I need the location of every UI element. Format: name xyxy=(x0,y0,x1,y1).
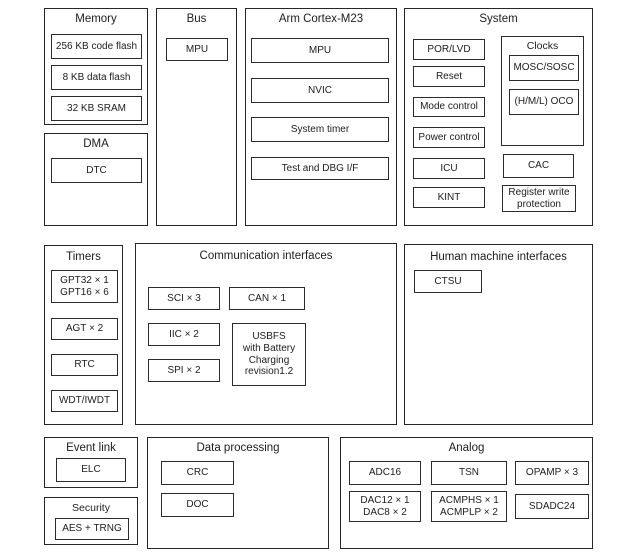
cortex-mpu-box: MPU xyxy=(251,38,389,63)
security-group: Security AES + TRNG xyxy=(44,497,138,545)
mosc-sosc-box: MOSC/SOSC xyxy=(509,55,579,81)
memory-group: Memory 256 KB code flash 8 KB data flash… xyxy=(44,8,148,125)
timers-group-title: Timers xyxy=(66,251,101,263)
agt-box: AGT × 2 xyxy=(51,318,118,340)
security-group-title: Security xyxy=(72,502,110,514)
rtc-box: RTC xyxy=(51,354,118,376)
acmp-box: ACMPHS × 1 ACMPLP × 2 xyxy=(431,491,507,522)
kint-box: KINT xyxy=(413,187,485,208)
register-write-protection-box: Register write protection xyxy=(502,185,576,212)
bus-group: Bus MPU xyxy=(156,8,237,226)
doc-box: DOC xyxy=(161,493,234,517)
data-processing-group-title: Data processing xyxy=(196,442,280,454)
communication-group: Communication interfaces SCI × 3 CAN × 1… xyxy=(135,243,397,425)
event-link-group: Event link ELC xyxy=(44,437,138,488)
adc16-box: ADC16 xyxy=(349,461,421,485)
test-dbg-box: Test and DBG I/F xyxy=(251,157,389,180)
oco-box: (H/M/L) OCO xyxy=(509,89,579,115)
dac-box: DAC12 × 1 DAC8 × 2 xyxy=(349,491,421,522)
memory-group-title: Memory xyxy=(75,13,117,25)
hmi-group: Human machine interfaces CTSU xyxy=(404,244,593,425)
nvic-box: NVIC xyxy=(251,78,389,103)
dma-group-title: DMA xyxy=(83,138,109,150)
sdadc24-box: SDADC24 xyxy=(515,494,589,519)
wdt-iwdt-box: WDT/IWDT xyxy=(51,390,118,412)
reset-box: Reset xyxy=(413,66,485,87)
can-box: CAN × 1 xyxy=(229,287,305,310)
sci-box: SCI × 3 xyxy=(148,287,220,310)
system-group: System POR/LVD Reset Mode control Power … xyxy=(404,8,593,226)
cac-box: CAC xyxy=(503,154,574,178)
por-lvd-box: POR/LVD xyxy=(413,39,485,60)
iic-box: IIC × 2 xyxy=(148,323,220,346)
opamp-box: OPAMP × 3 xyxy=(515,461,589,485)
power-control-box: Power control xyxy=(413,127,485,148)
dma-group: DMA DTC xyxy=(44,133,148,226)
timers-group: Timers GPT32 × 1 GPT16 × 6 AGT × 2 RTC W… xyxy=(44,245,123,425)
tsn-box: TSN xyxy=(431,461,507,485)
cortex-group-title: Arm Cortex-M23 xyxy=(278,13,364,25)
sram-box: 32 KB SRAM xyxy=(51,96,142,121)
aes-trng-box: AES + TRNG xyxy=(55,518,129,540)
communication-group-title: Communication interfaces xyxy=(199,250,333,262)
data-processing-group: Data processing CRC DOC xyxy=(147,437,329,549)
analog-group-title: Analog xyxy=(448,442,485,454)
event-link-group-title: Event link xyxy=(66,442,116,454)
elc-box: ELC xyxy=(56,458,126,482)
usbfs-box: USBFS with Battery Charging revision1.2 xyxy=(232,323,306,386)
clocks-subgroup: Clocks MOSC/SOSC (H/M/L) OCO xyxy=(501,36,584,146)
analog-group: Analog ADC16 TSN OPAMP × 3 DAC12 × 1 DAC… xyxy=(340,437,593,549)
icu-box: ICU xyxy=(413,158,485,179)
hmi-group-title: Human machine interfaces xyxy=(430,251,567,263)
mode-control-box: Mode control xyxy=(413,97,485,117)
spi-box: SPI × 2 xyxy=(148,359,220,382)
system-timer-box: System timer xyxy=(251,117,389,142)
data-flash-box: 8 KB data flash xyxy=(51,65,142,90)
dtc-box: DTC xyxy=(51,158,142,183)
clocks-title: Clocks xyxy=(526,40,559,52)
crc-box: CRC xyxy=(161,461,234,485)
bus-group-title: Bus xyxy=(186,13,207,25)
system-group-title: System xyxy=(479,13,518,25)
gpt-box: GPT32 × 1 GPT16 × 6 xyxy=(51,270,118,303)
bus-mpu-box: MPU xyxy=(166,38,228,61)
ctsu-box: CTSU xyxy=(414,270,482,293)
code-flash-box: 256 KB code flash xyxy=(51,34,142,59)
cortex-group: Arm Cortex-M23 MPU NVIC System timer Tes… xyxy=(245,8,397,226)
